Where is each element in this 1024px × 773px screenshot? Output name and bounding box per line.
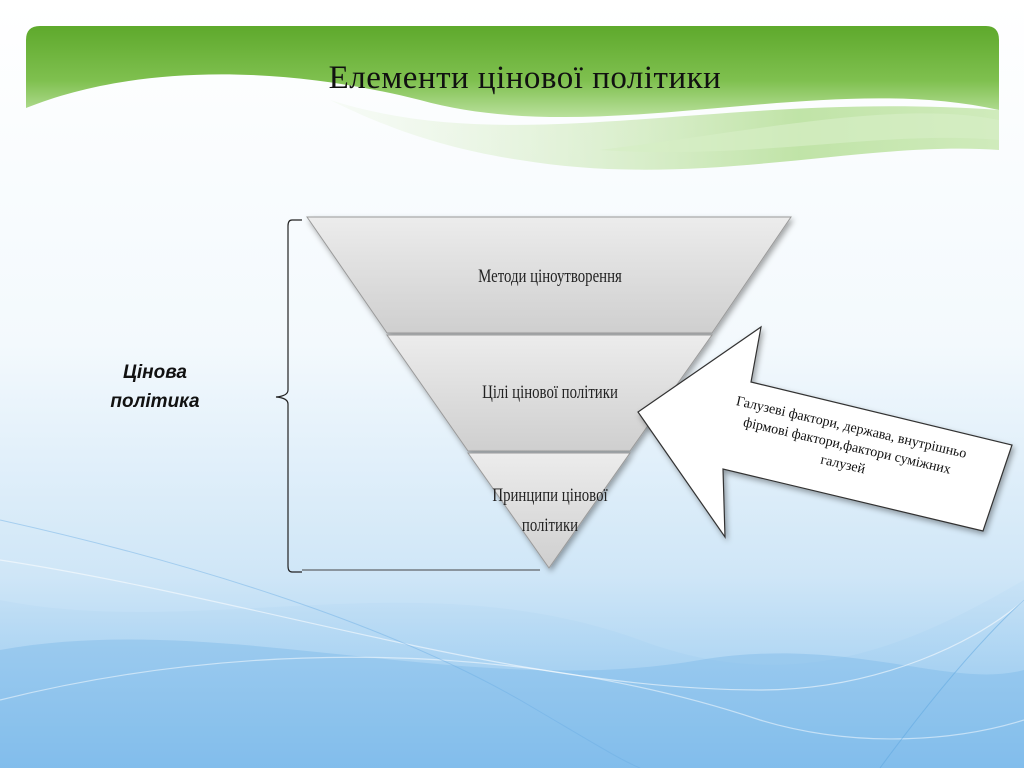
tier-methods-label: Методи ціноутворення bbox=[478, 266, 622, 287]
side-label: Цінова політика bbox=[80, 358, 230, 416]
pyramid-tier-1 bbox=[306, 216, 792, 334]
tier-goals-label: Цілі цінової політики bbox=[482, 382, 618, 403]
tier-principles-line1: Принципи цінової bbox=[492, 485, 608, 506]
side-label-line1: Цінова bbox=[122, 362, 187, 383]
tier-principles-line2: політики bbox=[521, 515, 579, 536]
bracket bbox=[275, 219, 302, 573]
tier-principles-label: Принципи цінової політики bbox=[433, 481, 667, 541]
page-title: Елементи цінової політики bbox=[328, 60, 722, 96]
side-label-line2: політика bbox=[110, 391, 200, 412]
pyramid-tier-3 bbox=[467, 452, 631, 569]
pyramid-tier-2 bbox=[386, 334, 713, 452]
factors-arrow bbox=[637, 325, 1013, 539]
